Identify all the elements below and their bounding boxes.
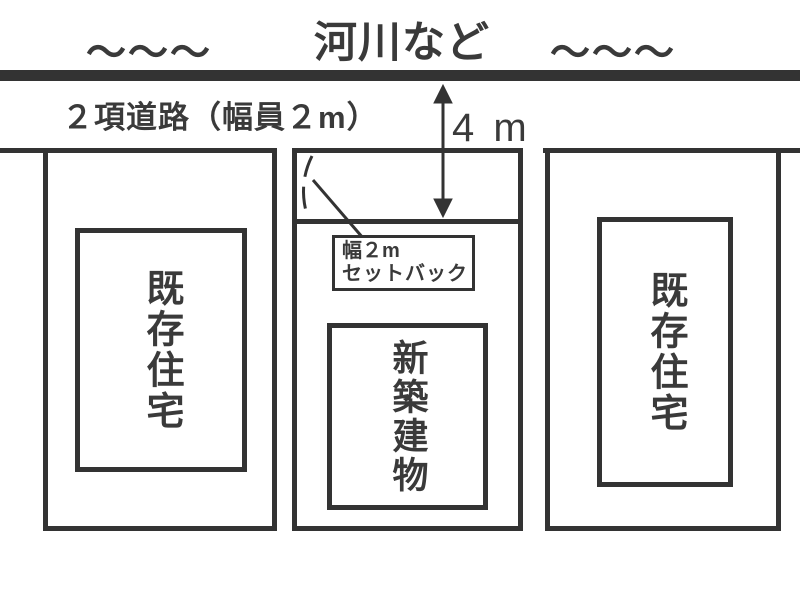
building-existing-right: 既存住宅 (597, 217, 733, 487)
building-existing-left: 既存住宅 (75, 228, 247, 472)
building-new: 新築建物 (327, 323, 488, 510)
river-boundary-line (0, 70, 800, 81)
building-existing-left-label: 既存住宅 (140, 268, 182, 432)
setback-line (292, 219, 523, 224)
river-wave-right: ～～～ (550, 31, 676, 75)
setback-callout-line1: 幅２m (342, 240, 400, 262)
river-label: 河川など (314, 19, 490, 67)
building-new-label: 新築建物 (387, 338, 429, 495)
road-label: ２項道路（幅員２m） (62, 100, 379, 135)
river-wave-left: ～～～ (86, 31, 212, 75)
setback-callout-line2: セットバック (342, 263, 468, 285)
building-existing-right-label: 既存住宅 (644, 270, 686, 434)
road-width-label: 4 m (452, 106, 531, 150)
setback-callout: 幅２m セットバック (332, 235, 475, 291)
